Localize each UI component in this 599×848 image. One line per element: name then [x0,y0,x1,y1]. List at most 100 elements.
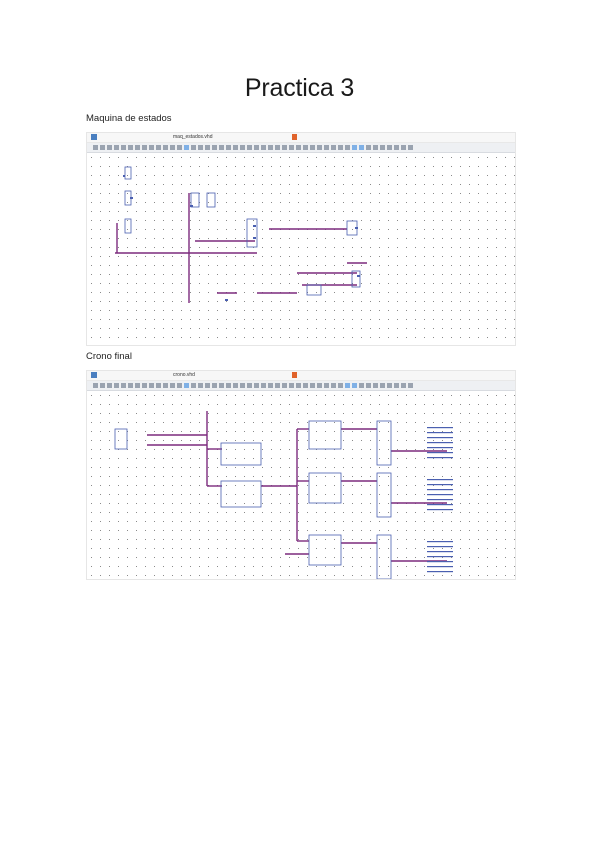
schematic-canvas[interactable] [87,153,515,345]
toolbar-tool-icon[interactable] [114,145,119,150]
toolbar-tool-icon[interactable] [163,383,168,388]
toolbar-tool-icon[interactable] [128,383,133,388]
toolbar-tool-icon[interactable] [310,145,315,150]
toolbar-tool-icon[interactable] [359,383,364,388]
toolbar-tool-icon[interactable] [212,383,217,388]
toolbar-tool-icon[interactable] [324,145,329,150]
toolbar-tool-icon[interactable] [303,145,308,150]
toolbar-tool-icon[interactable] [261,383,266,388]
close-tab-icon[interactable] [292,372,297,378]
toolbar-tool-icon[interactable] [233,383,238,388]
toolbar-tool-icon[interactable] [331,383,336,388]
toolbar-tool-icon[interactable] [205,145,210,150]
toolbar-tool-icon[interactable] [149,145,154,150]
toolbar-tool-icon[interactable] [289,383,294,388]
toolbar-tool-icon[interactable] [240,383,245,388]
toolbar-tool-icon[interactable] [219,145,224,150]
toolbar-tool-icon[interactable] [191,383,196,388]
close-tab-icon[interactable] [292,134,297,140]
toolbar-tool-icon[interactable] [226,383,231,388]
toolbar-tool-icon[interactable] [401,145,406,150]
toolbar-tool-icon[interactable] [373,383,378,388]
toolbar-tool-icon[interactable] [366,383,371,388]
toolbar-tool-icon[interactable] [289,145,294,150]
toolbar-tool-icon[interactable] [135,383,140,388]
toolbar-tool-icon[interactable] [387,145,392,150]
toolbar-tool-icon[interactable] [324,383,329,388]
toolbar-tool-icon[interactable] [261,145,266,150]
toolbar-tool-icon[interactable] [121,145,126,150]
toolbar-tool-icon[interactable] [401,383,406,388]
toolbar-tool-icon[interactable] [233,145,238,150]
toolbar-tool-icon[interactable] [268,145,273,150]
toolbar-tool-icon[interactable] [247,145,252,150]
toolbar-tool-icon[interactable] [338,383,343,388]
segment-output-pin [427,566,453,568]
toolbar-tool-icon[interactable] [310,383,315,388]
toolbar-tool-icon[interactable] [100,145,105,150]
toolbar-tool-icon[interactable] [128,145,133,150]
toolbar-tool-icon[interactable] [198,145,203,150]
toolbar-tool-icon[interactable] [163,145,168,150]
toolbar-tool-icon[interactable] [275,145,280,150]
toolbar-tool-icon[interactable] [142,145,147,150]
toolbar-tool-icon[interactable] [177,145,182,150]
toolbar-tool-icon[interactable] [303,383,308,388]
toolbar-tool-icon[interactable] [366,145,371,150]
toolbar-tool-icon[interactable] [408,145,413,150]
toolbar-tool-icon[interactable] [247,383,252,388]
toolbar-tool-icon[interactable] [226,145,231,150]
toolbar-tool-icon[interactable] [408,383,413,388]
toolbar-tool-icon[interactable] [212,145,217,150]
toolbar-tool-icon[interactable] [373,145,378,150]
toolbar-tool-icon[interactable] [296,383,301,388]
toolbar-tool-icon[interactable] [352,383,357,388]
toolbar-tool-icon[interactable] [254,383,259,388]
toolbar-tool-icon[interactable] [352,145,357,150]
schematic-toolbar [87,143,515,153]
toolbar-tool-icon[interactable] [156,145,161,150]
toolbar-tool-icon[interactable] [107,145,112,150]
toolbar-tool-icon[interactable] [170,145,175,150]
toolbar-tool-icon[interactable] [317,145,322,150]
toolbar-tool-icon[interactable] [254,145,259,150]
toolbar-tool-icon[interactable] [268,383,273,388]
toolbar-tool-icon[interactable] [93,145,98,150]
toolbar-tool-icon[interactable] [191,145,196,150]
toolbar-tool-icon[interactable] [205,383,210,388]
toolbar-tool-icon[interactable] [317,383,322,388]
toolbar-tool-icon[interactable] [184,383,189,388]
toolbar-tool-icon[interactable] [275,383,280,388]
toolbar-tool-icon[interactable] [345,145,350,150]
toolbar-tool-icon[interactable] [184,145,189,150]
toolbar-tool-icon[interactable] [198,383,203,388]
toolbar-tool-icon[interactable] [177,383,182,388]
toolbar-tool-icon[interactable] [107,383,112,388]
toolbar-tool-icon[interactable] [121,383,126,388]
schematic-canvas[interactable] [87,391,515,579]
toolbar-tool-icon[interactable] [345,383,350,388]
toolbar-tool-icon[interactable] [170,383,175,388]
segment-output-pin [427,499,453,501]
toolbar-tool-icon[interactable] [219,383,224,388]
toolbar-tool-icon[interactable] [296,145,301,150]
toolbar-tool-icon[interactable] [142,383,147,388]
toolbar-tool-icon[interactable] [240,145,245,150]
toolbar-tool-icon[interactable] [380,383,385,388]
toolbar-tool-icon[interactable] [380,145,385,150]
toolbar-tool-icon[interactable] [93,383,98,388]
toolbar-tool-icon[interactable] [282,145,287,150]
toolbar-tool-icon[interactable] [149,383,154,388]
toolbar-tool-icon[interactable] [331,145,336,150]
toolbar-tool-icon[interactable] [156,383,161,388]
toolbar-tool-icon[interactable] [114,383,119,388]
toolbar-tool-icon[interactable] [338,145,343,150]
toolbar-tool-icon[interactable] [100,383,105,388]
toolbar-tool-icon[interactable] [135,145,140,150]
toolbar-tool-icon[interactable] [394,383,399,388]
toolbar-tool-icon[interactable] [359,145,364,150]
toolbar-tool-icon[interactable] [387,383,392,388]
toolbar-tool-icon[interactable] [282,383,287,388]
segment-output-pin [427,484,453,486]
toolbar-tool-icon[interactable] [394,145,399,150]
